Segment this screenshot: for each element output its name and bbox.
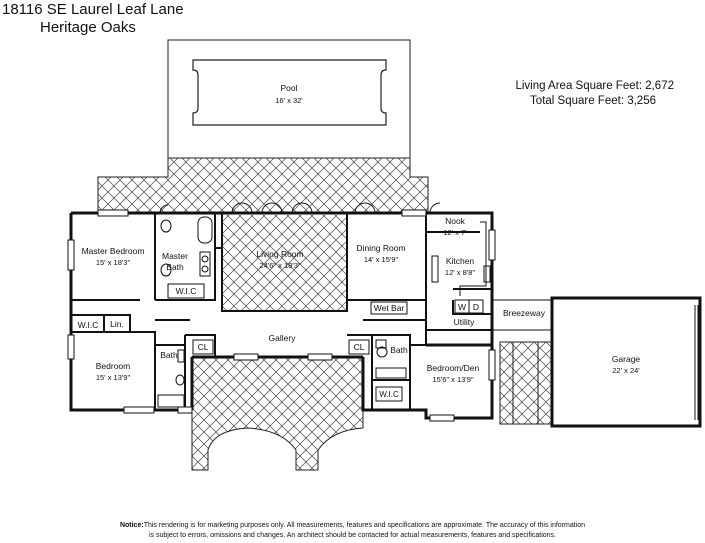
lanai-doors bbox=[159, 202, 441, 214]
master-bath-fixtures bbox=[160, 216, 213, 277]
entry-courtyard bbox=[191, 356, 364, 471]
living-area-stat: Living Area Square Feet: 2,672 bbox=[515, 80, 674, 92]
left-closet-label: CL bbox=[198, 342, 209, 352]
garage-dims: 22' x 24' bbox=[612, 366, 640, 375]
kitchen-label: Kitchen bbox=[446, 256, 475, 266]
pool-shape bbox=[192, 59, 387, 126]
right-bath-fixtures bbox=[375, 339, 407, 379]
courtyard-hatch bbox=[222, 215, 347, 311]
right-wic-label: W.I.C bbox=[379, 390, 399, 399]
wet-bar-label: Wet Bar bbox=[374, 303, 405, 313]
bedroom-label: Bedroom bbox=[96, 361, 131, 371]
bedroom-den-label: Bedroom/Den bbox=[427, 363, 480, 373]
dining-room-label: Dining Room bbox=[356, 243, 405, 253]
master-bath-label: Master bbox=[162, 251, 188, 261]
right-closet-label: CL bbox=[354, 342, 365, 352]
living-room-dims: 24'6" x 18'3" bbox=[259, 261, 300, 270]
utility-label: Utility bbox=[454, 317, 476, 327]
notice-line-2: is subject to errors, omissions and chan… bbox=[149, 532, 556, 539]
notice-text-1: This rendering is for marketing purposes… bbox=[143, 522, 586, 529]
lanai-patio bbox=[97, 157, 429, 214]
gallery-label: Gallery bbox=[269, 333, 297, 343]
left-wic-label: W.I.C bbox=[78, 320, 99, 330]
community-title: Heritage Oaks bbox=[40, 19, 136, 36]
interior-walls bbox=[71, 213, 492, 410]
address-title: 18116 SE Laurel Leaf Lane bbox=[2, 1, 184, 18]
dryer-label: D bbox=[473, 302, 479, 312]
master-bedroom-label: Master Bedroom bbox=[82, 246, 145, 256]
linen-label: Lin. bbox=[110, 319, 124, 329]
left-bath-fixtures bbox=[157, 349, 185, 408]
master-wic-label: W.I.C bbox=[176, 286, 197, 296]
living-room-label: Living Room bbox=[256, 249, 303, 259]
garage-label: Garage bbox=[612, 354, 641, 364]
breezeway-hatch bbox=[499, 341, 553, 425]
nook-label: Nook bbox=[445, 216, 466, 226]
pool-label: Pool bbox=[280, 83, 297, 93]
breezeway-label: Breezeway bbox=[503, 308, 546, 318]
windows bbox=[67, 209, 496, 422]
washer-label: W bbox=[458, 302, 466, 312]
master-bedroom-dims: 15' x 18'3" bbox=[96, 258, 131, 267]
bedroom-dims: 15' x 13'9" bbox=[96, 373, 131, 382]
notice-label: Notice: bbox=[119, 522, 144, 529]
garage-outline bbox=[550, 296, 702, 428]
master-bath-label2: Bath bbox=[166, 262, 184, 272]
right-bath-label: Bath bbox=[390, 345, 408, 355]
kitchen-dims: 12' x 8'8" bbox=[445, 268, 475, 277]
dining-room-dims: 14' x 15'9" bbox=[364, 255, 399, 264]
total-area-stat: Total Square Feet: 3,256 bbox=[530, 95, 656, 107]
nook-dims: 12' x 7' bbox=[443, 228, 467, 237]
left-bath-label: Bath bbox=[160, 350, 178, 360]
pool-dims: 16' x 32' bbox=[275, 96, 303, 105]
kitchen-counters bbox=[431, 221, 491, 296]
notice-line-1: Notice:This rendering is for marketing p… bbox=[0, 521, 705, 531]
bedroom-den-dims: 15'6" x 13'9" bbox=[432, 375, 473, 384]
